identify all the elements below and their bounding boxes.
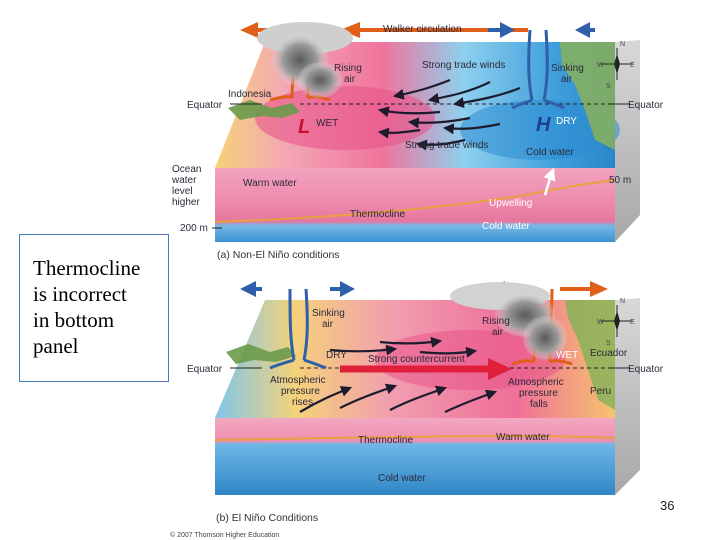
panel-a-caption: (a) Non-El Niño conditions: [217, 249, 340, 261]
panel-a-depth-50m-label: 50 m: [609, 175, 631, 186]
panel-b-side-wall: [615, 298, 640, 495]
panel-a-depth-200m-label: 200 m: [180, 223, 208, 234]
note-line-4: panel: [33, 333, 160, 359]
panel-b-pressure-falls-label-3: falls: [530, 399, 548, 410]
panel-a-low-pressure-symbol: L: [298, 116, 310, 138]
panel-a-upwelling-label: Upwelling: [489, 198, 532, 209]
panel-b-equator-left-label: Equator: [187, 364, 223, 375]
panel-a-rising-air-label-2: air: [344, 74, 356, 85]
panel-b-sinking-arrow-right-head: [340, 281, 355, 297]
panel-a-trade-winds-top-label: Strong trade winds: [422, 60, 505, 71]
svg-text:E: E: [630, 62, 635, 69]
panel-b-thermocline-label: Thermocline: [358, 435, 413, 446]
svg-text:N: N: [620, 298, 625, 305]
panel-a-high-pressure-symbol: H: [536, 114, 551, 136]
panel-a-sinking-air-label-1: Sinking: [551, 63, 584, 74]
svg-text:W: W: [597, 62, 604, 69]
panel-b-warm-water-label: Warm water: [496, 432, 550, 443]
panel-a-cold-water-deep-label: Cold water: [482, 221, 530, 232]
panel-b-pressure-falls-label-1: Atmospheric: [508, 377, 564, 388]
panel-b-ecuador-label: Ecuador: [590, 348, 628, 359]
panel-b-pressure-rises-label-1: Atmospheric: [270, 375, 326, 386]
note-line-1: Thermocline: [33, 255, 160, 281]
panel-b-sinking-air-label-1: Sinking: [312, 308, 345, 319]
panel-b-rising-arrow-right-head: [590, 281, 608, 297]
panel-a-sinking-air-label-2: air: [561, 74, 573, 85]
panel-b-dry-label: DRY: [326, 350, 347, 361]
copyright-text: © 2007 Thomson Higher Education: [170, 531, 279, 539]
panel-a-equator-left-label: Equator: [187, 100, 223, 111]
panel-a-indonesia-label: Indonesia: [228, 89, 272, 100]
panel-a-equator-right-label: Equator: [628, 100, 664, 111]
panel-b-wet-label: WET: [556, 350, 578, 361]
panel-a-sinking-arrowhead-left: [500, 22, 515, 38]
panel-a-sinking-arrowhead-right: [575, 22, 590, 38]
panel-b-cold-water-label: Cold water: [378, 473, 426, 484]
panel-a-ocean-level-label-4: higher: [172, 197, 200, 208]
panel-a-wet-label: WET: [316, 118, 338, 129]
panel-b-pressure-rises-label-2: pressure: [281, 386, 320, 397]
panel-b-rising-air-label-2: air: [492, 327, 504, 338]
panel-b-rising-air-label-1: Rising: [482, 316, 510, 327]
svg-text:S: S: [606, 83, 611, 90]
panel-b-sinking-arrow-left-head: [240, 281, 256, 297]
panel-b-caption: (b) El Niño Conditions: [216, 512, 318, 524]
panel-a-rising-air-label-1: Rising: [334, 63, 362, 74]
panel-b-pressure-falls-label-2: pressure: [519, 388, 558, 399]
panel-b-sinking-air-label-2: air: [322, 319, 334, 330]
panel-a-ocean-level-label-2: water: [171, 175, 197, 186]
panel-a-side-wall: [615, 40, 640, 242]
panel-a-ocean-level-label-3: level: [172, 186, 193, 197]
svg-text:S: S: [606, 340, 611, 347]
panel-a-ocean-level-label-1: Ocean: [172, 164, 201, 175]
panel-a-cold-water-surface-label: Cold water: [526, 147, 574, 158]
panel-a-dry-label: DRY: [556, 116, 577, 127]
panel-b-pressure-rises-label-3: rises: [292, 397, 313, 408]
panel-b-peru-label: Peru: [590, 386, 611, 397]
panel-a-non-el-nino: Walker circulation Rising air Sinking ai…: [171, 22, 664, 261]
panel-a-trade-winds-bottom-label: Strong trade winds: [405, 140, 488, 151]
svg-text:E: E: [630, 319, 635, 326]
panel-b-el-nino: Sinking air Rising air DRY WET Strong co…: [187, 281, 664, 524]
panel-a-thermocline-label: Thermocline: [350, 209, 405, 220]
panel-a-walker-arrow-left-head: [240, 22, 258, 38]
svg-text:W: W: [597, 319, 604, 326]
thermocline-note-box: Thermocline is incorrect in bottom panel: [19, 234, 169, 382]
page-number: 36: [660, 498, 674, 513]
note-line-3: in bottom: [33, 307, 160, 333]
note-line-2: is incorrect: [33, 281, 160, 307]
panel-a-walker-label: Walker circulation: [383, 24, 462, 35]
panel-a-warm-water-label: Warm water: [243, 178, 297, 189]
svg-text:N: N: [620, 41, 625, 48]
panel-b-countercurrent-label: Strong countercurrent: [368, 354, 465, 365]
panel-b-equator-right-label: Equator: [628, 364, 664, 375]
